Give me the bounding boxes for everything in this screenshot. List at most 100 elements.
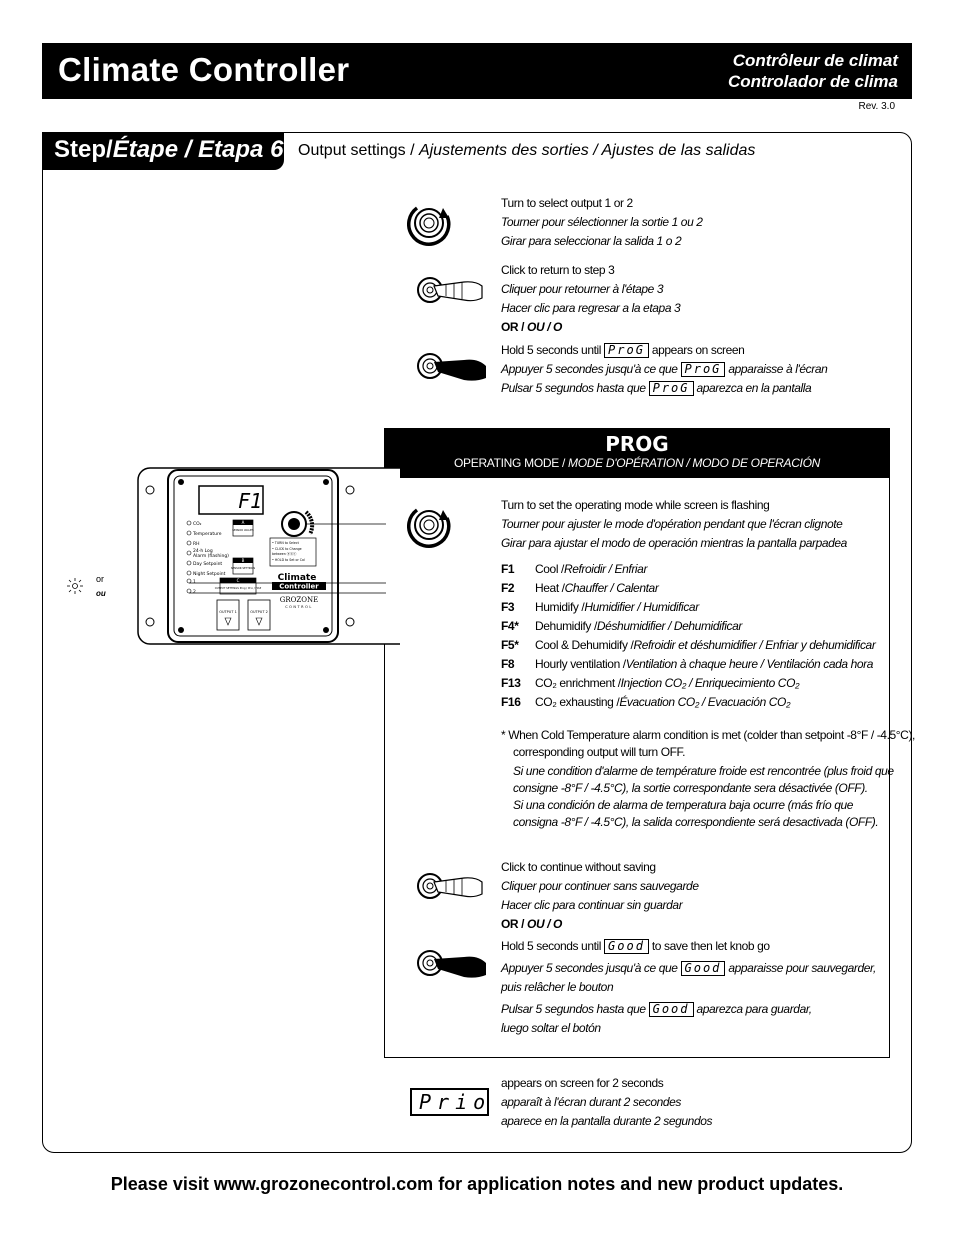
mode-row: F1 Cool / Refroidir / Enfriar bbox=[501, 560, 875, 579]
instr-hold-good-es-b: aparezca para guardar, bbox=[696, 1002, 812, 1016]
hold-hand-icon bbox=[417, 353, 486, 381]
title-banner: Climate Controller Contrôleur de climat … bbox=[42, 43, 912, 99]
instr-hold-prog-fr-b: apparaisse à l'écran bbox=[728, 362, 828, 376]
lcd-good: Good bbox=[604, 939, 649, 955]
led-label: Day Setpoint bbox=[193, 561, 222, 567]
led-label: 2 bbox=[193, 589, 196, 595]
instr-click-return-es: Hacer clic para regresar a la etapa 3 bbox=[501, 301, 681, 315]
step-title-other: Ajustements des sorties / Ajustes de las… bbox=[418, 142, 756, 159]
mode-other: Évacuation CO₂ / Evacuación CO₂ bbox=[619, 695, 791, 709]
lcd-prog: ProG bbox=[604, 343, 649, 359]
instr-hold-prog-fr-a: Appuyer 5 secondes jusqu'à ce que bbox=[501, 362, 678, 376]
step-title: Output settings / Ajustements des sortie… bbox=[298, 142, 755, 160]
instr-hold-prog-es-b: aparezca en la pantalla bbox=[696, 381, 812, 395]
knob-instructions: • TURN to Select • CLICK to Change betwe… bbox=[272, 541, 305, 562]
page-subtitle: Contrôleur de climat Controlador de clim… bbox=[728, 50, 898, 92]
led-label: 1 bbox=[193, 579, 196, 585]
step-label-other: Étape / Etapa 6 bbox=[112, 136, 284, 163]
device-logo: GROZONE bbox=[280, 596, 318, 604]
instr-click-continue: Click to continue without saving Cliquer… bbox=[501, 858, 699, 934]
or-label-2-other: OU / O bbox=[527, 917, 562, 931]
instr-hold-good-en-b: to save then let knob go bbox=[651, 939, 770, 953]
led-label: RH bbox=[193, 541, 200, 547]
lcd-prog: ProG bbox=[680, 362, 726, 378]
instr-turn: Turn to select output 1 or 2 Tourner pou… bbox=[501, 194, 703, 251]
page-title: Climate Controller bbox=[58, 51, 350, 88]
mode-code: F16 bbox=[501, 695, 521, 709]
instr-hold-prog-en-b: appears on screen bbox=[651, 343, 745, 357]
mode-code: F8 bbox=[501, 657, 515, 671]
rotate-knob-icon bbox=[407, 206, 451, 246]
mode-en: Cool & Dehumidify / bbox=[535, 638, 634, 652]
rotate-knob-icon bbox=[407, 508, 451, 548]
prio-en: appears on screen for 2 seconds bbox=[501, 1076, 664, 1090]
mode-other: Refroidir et déshumidifier / Enfriar y d… bbox=[633, 638, 876, 652]
device-or-en: or bbox=[96, 574, 104, 584]
device-brand-2: Controller bbox=[279, 583, 319, 591]
output-2-label: OUTPUT 2 bbox=[250, 610, 268, 614]
instr-hold-prog-es: Pulsar 5 segundos hasta que ProG aparezc… bbox=[501, 379, 827, 398]
prio-es: aparece en la pantalla durante 2 segundo… bbox=[501, 1114, 713, 1128]
led-label: Night Setpoint bbox=[193, 571, 226, 577]
prog-subtitle: OPERATING MODE / MODE D'OPÉRATION / MODO… bbox=[384, 456, 890, 470]
button-c-label: C bbox=[237, 578, 240, 583]
step-frame bbox=[42, 132, 912, 1153]
instr-turn-es: Girar para seleccionar la salida 1 o 2 bbox=[501, 234, 682, 248]
instr-hold-good-es-c: luego soltar el botón bbox=[501, 1021, 601, 1035]
mode-row: F4*Dehumidify / Déshumidifier / Dehumidi… bbox=[501, 617, 875, 636]
button-a-label: A bbox=[242, 520, 245, 525]
click-hand-icon bbox=[417, 277, 483, 303]
note-es-2: consigna -8°F / -4.5°C), la salida corre… bbox=[513, 815, 879, 829]
mode-row: F5* Cool & Dehumidify / Refroidir et désh… bbox=[501, 636, 876, 655]
lcd-prio: Prio bbox=[410, 1088, 489, 1116]
device-illustration: F1 CO₂ Temperature RH 24-h Log Alarm (fl… bbox=[67, 467, 400, 645]
mode-en: Cool / bbox=[535, 562, 564, 576]
mode-code: F5* bbox=[501, 638, 519, 652]
mode-code: F1 bbox=[501, 562, 515, 576]
or-label-1-en: OR / bbox=[501, 320, 528, 334]
instr-click-return-en: Click to return to step 3 bbox=[501, 263, 615, 277]
note-en-2: corresponding output will turn OFF. bbox=[513, 745, 686, 759]
or-label-1-other: OU / O bbox=[527, 320, 562, 334]
button-c-sub: OUTPUT SETTINGS Prog / Prio / F## bbox=[215, 586, 262, 590]
blinking-led-icon bbox=[67, 578, 83, 594]
revision-label: Rev. 3.0 bbox=[858, 101, 896, 112]
device-brand-1: Climate bbox=[278, 573, 317, 583]
button-b-sub: SENSOR SETTINGS bbox=[231, 566, 256, 570]
instr-hold-good-en-a: Hold 5 seconds until bbox=[501, 939, 602, 953]
button-a-sub: SENSOR VALUES bbox=[232, 528, 254, 532]
mode-en: CO₂ exhausting / bbox=[535, 695, 620, 709]
note-en-1: * When Cold Temperature alarm condition … bbox=[501, 728, 915, 742]
mode-code: F2 bbox=[501, 581, 515, 595]
led-label: CO₂ bbox=[193, 521, 202, 527]
instr-hold-good-es: Pulsar 5 segundos hasta que Good aparezc… bbox=[501, 1000, 876, 1019]
mode-code: F13 bbox=[501, 676, 521, 690]
instr-hold-good-en: Hold 5 seconds until Good to save then l… bbox=[501, 937, 876, 956]
mode-en: Humidify / bbox=[535, 600, 585, 614]
cold-alarm-note: * When Cold Temperature alarm condition … bbox=[501, 727, 915, 831]
note-fr-1: Si une condition d'alarme de température… bbox=[513, 764, 894, 778]
led-label: 24-h Log bbox=[193, 548, 213, 554]
note-fr-2: consigne -8°F / -4.5°C), la sortie corre… bbox=[513, 781, 868, 795]
button-b-label: B bbox=[242, 558, 245, 563]
step-title-en: Output settings / bbox=[298, 142, 419, 159]
subtitle-fr: Contrôleur de climat bbox=[732, 51, 898, 70]
mode-other: Refroidir / Enfriar bbox=[563, 562, 648, 576]
mode-en: Hourly ventilation / bbox=[535, 657, 626, 671]
instr-hold-prog-fr: Appuyer 5 secondes jusqu'à ce que ProG a… bbox=[501, 360, 828, 379]
instr-click-continue-es: Hacer clic para continuar sin guardar bbox=[501, 898, 683, 912]
prog-subtitle-other: MODE D'OPÉRATION / MODO DE OPERACIÓN bbox=[568, 456, 820, 470]
mode-other: Humidifier / Humidificar bbox=[584, 600, 699, 614]
footer-note: Please visit www.grozonecontrol.com for … bbox=[110, 1174, 844, 1194]
mode-other: Ventilation à chaque heure / Ventilación… bbox=[625, 657, 874, 671]
instr-hold-good-fr-c: puis relâcher le bouton bbox=[501, 980, 614, 994]
step-tab: Step/Étape / Etapa 6 bbox=[42, 132, 284, 170]
note-es-1: Si una condición de alarma de temperatur… bbox=[513, 798, 854, 812]
instr-turn-mode-fr: Tourner pour ajuster le mode d'opération… bbox=[501, 517, 843, 531]
click-hand-icon bbox=[417, 873, 483, 899]
instr-hold-good-es-a: Pulsar 5 segundos hasta que bbox=[501, 1002, 646, 1016]
mode-other: Chauffer / Calentar bbox=[564, 581, 659, 595]
instr-click-return: Click to return to step 3 Cliquer pour r… bbox=[501, 261, 681, 337]
prog-header: PROG OPERATING MODE / MODE D'OPÉRATION /… bbox=[384, 428, 890, 478]
instr-hold-good-fr-b: apparaisse pour sauvegarder, bbox=[728, 961, 876, 975]
